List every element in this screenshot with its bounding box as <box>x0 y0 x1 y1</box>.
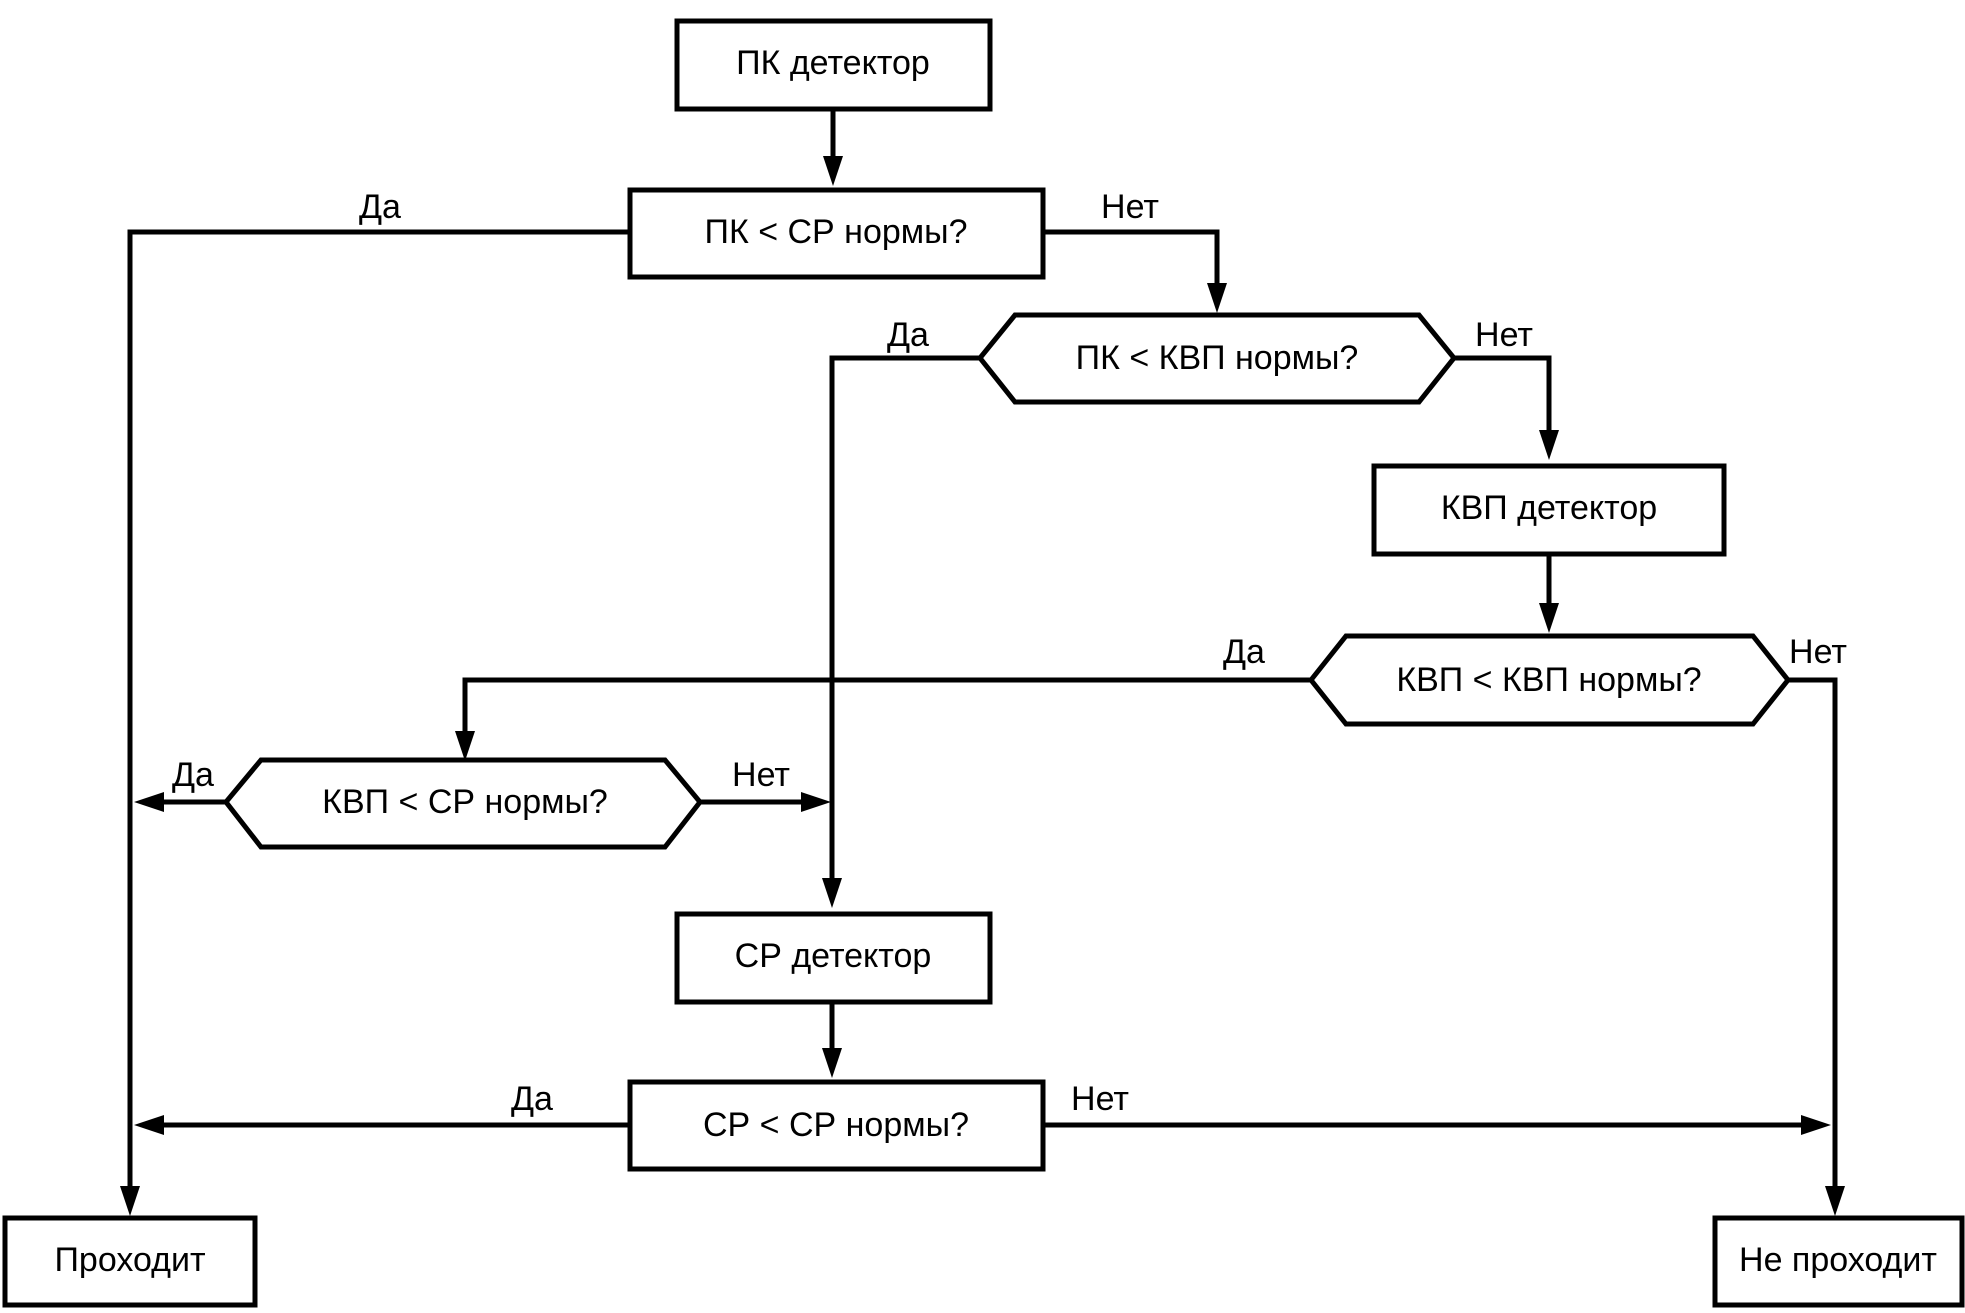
arrowhead <box>1825 1186 1845 1216</box>
node-kvp-detector: КВП детектор <box>1371 463 1727 557</box>
node-pass-label: Проходит <box>54 1241 205 1279</box>
node-kvp-lt-sr: КВП < СР нормы? <box>222 757 704 850</box>
node-pk-lt-sr-label: ПК < СР нормы? <box>705 213 968 251</box>
node-pk-lt-kvp-label: ПК < КВП нормы? <box>1076 339 1359 377</box>
arrowhead <box>1539 603 1559 633</box>
arrowhead <box>822 878 842 908</box>
edge-label-no: Нет <box>1071 1080 1129 1118</box>
arrowhead <box>822 1048 842 1078</box>
edge-pk-lt-kvp-yes <box>829 355 980 892</box>
edge-kvp-lt-kvp-yes <box>462 677 1311 745</box>
edge-label-yes: Да <box>511 1080 553 1118</box>
node-fail: Не проходит <box>1712 1215 1965 1308</box>
edge-label-no: Нет <box>1475 316 1533 354</box>
edge-label-yes: Да <box>172 756 214 794</box>
node-sr-lt-sr: СР < СР нормы? <box>627 1079 1046 1172</box>
node-sr-lt-sr-label: СР < СР нормы? <box>703 1106 969 1144</box>
node-pk-lt-sr: ПК < СР нормы? <box>627 187 1046 280</box>
node-pk-detector: ПК детектор <box>674 18 993 112</box>
node-kvp-lt-sr-label: КВП < СР нормы? <box>322 783 608 821</box>
arrowhead <box>120 1186 140 1216</box>
edge-label-no: Нет <box>1101 188 1159 226</box>
node-kvp-detector-label: КВП детектор <box>1441 489 1657 527</box>
arrowhead <box>455 731 475 761</box>
node-sr-detector: СР детектор <box>674 911 993 1005</box>
edge-label-yes: Да <box>887 316 929 354</box>
arrowhead <box>823 156 843 186</box>
edge-label-no: Нет <box>732 756 790 794</box>
node-sr-detector-label: СР детектор <box>735 937 932 975</box>
arrowhead <box>801 792 831 812</box>
edge-label-yes: Да <box>359 188 401 226</box>
edge-label-no: Нет <box>1789 633 1847 671</box>
connectors <box>127 111 1838 1200</box>
edge-kvp-lt-kvp-no <box>1788 677 1838 1200</box>
node-fail-label: Не проходит <box>1739 1241 1937 1279</box>
arrowhead <box>1801 1115 1831 1135</box>
arrowheads <box>120 156 1845 1216</box>
node-kvp-lt-kvp-label: КВП < КВП нормы? <box>1396 661 1701 699</box>
edge-label-yes: Да <box>1223 633 1265 671</box>
arrowhead <box>1539 430 1559 460</box>
node-pk-detector-label: ПК детектор <box>736 44 930 82</box>
node-pk-lt-kvp: ПК < КВП нормы? <box>976 312 1458 405</box>
edge-pk-lt-kvp-no <box>1454 355 1552 444</box>
edge-pk-lt-sr-no <box>1043 229 1220 297</box>
edge-pk-lt-sr-yes <box>127 229 630 1200</box>
edge-labels: Да Нет Да Нет Да Нет Да Нет Да Нет <box>172 188 1847 1118</box>
arrowhead <box>1207 283 1227 313</box>
arrowhead <box>134 1115 164 1135</box>
arrowhead <box>134 792 164 812</box>
node-pass: Проходит <box>2 1215 258 1308</box>
node-kvp-lt-kvp: КВП < КВП нормы? <box>1307 633 1792 727</box>
